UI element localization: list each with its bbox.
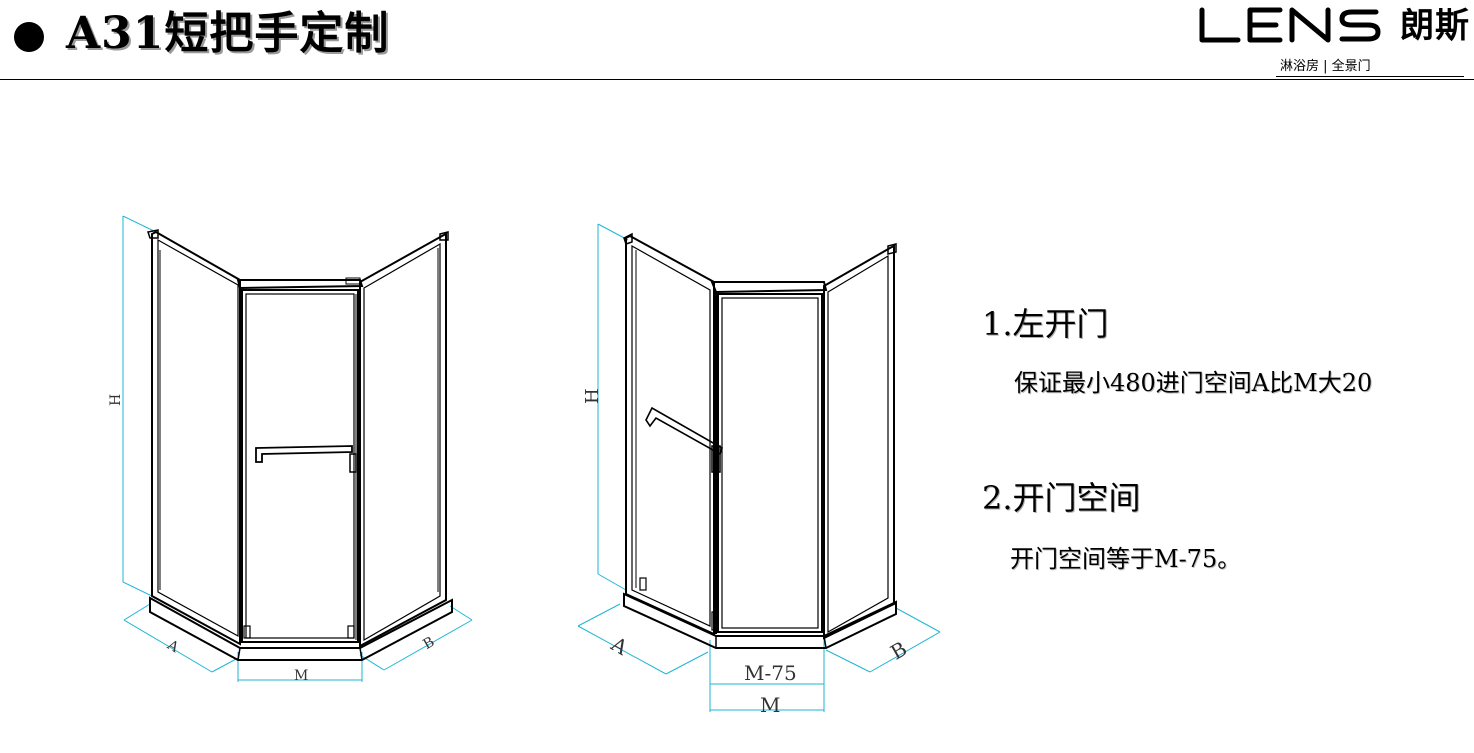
right-dimension-lines [577, 223, 941, 712]
left-dim-b: B [421, 634, 438, 653]
option-1-title: 1.左开门 [982, 305, 1109, 343]
right-frame [623, 232, 897, 649]
left-dim-a: A [164, 637, 182, 657]
option-1-description: 保证最小480进门空间A比M大20 [1014, 369, 1373, 397]
right-dim-m: M [760, 693, 780, 717]
right-dim-height: H [582, 388, 603, 404]
lens-logo [1199, 7, 1381, 43]
brand-name: 朗斯 [1400, 6, 1470, 46]
page-title: A31短把手定制 [66, 8, 390, 59]
left-dim-height: H [108, 394, 124, 406]
right-dim-a: A [606, 631, 632, 660]
option-2-description: 开门空间等于M-75。 [1010, 545, 1242, 573]
right-dim-m75: M-75 [744, 661, 797, 685]
left-shower-drawing: H A M B [108, 215, 473, 684]
left-dim-m: M [294, 668, 308, 684]
left-frame [147, 229, 453, 661]
right-shower-drawing: H A M-75 M B [577, 223, 941, 717]
brand-underline [1276, 76, 1464, 77]
header-divider [0, 79, 1474, 80]
title-bullet [14, 22, 44, 52]
option-2-title: 2.开门空间 [982, 479, 1141, 517]
brand-subtitle: 淋浴房 | 全景门 [1280, 59, 1371, 74]
